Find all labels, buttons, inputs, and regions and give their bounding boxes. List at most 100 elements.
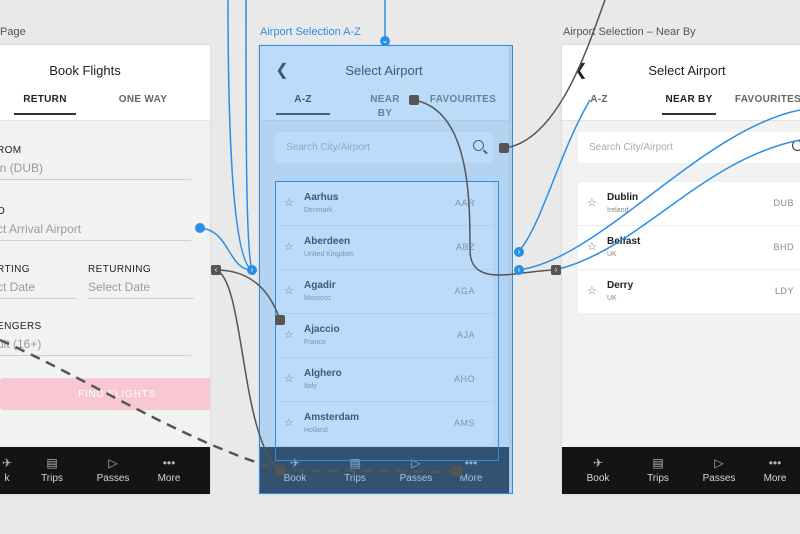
search-input[interactable]: [275, 132, 466, 163]
list-item[interactable]: ☆ Dublin Ireland DUB: [578, 182, 800, 226]
list-item[interactable]: ☆ Aarhus Denmark AAR: [275, 182, 493, 226]
to-field[interactable]: [0, 222, 191, 241]
airport-city: Belfast: [607, 236, 641, 247]
star-icon[interactable]: ☆: [587, 241, 597, 253]
tab-near-by[interactable]: NEAR BY: [662, 93, 716, 115]
link-handle-icon[interactable]: [452, 466, 462, 476]
link-handle-icon[interactable]: [275, 315, 285, 325]
search-input[interactable]: [578, 132, 769, 163]
airport-city: Dublin: [607, 192, 639, 203]
nav-book[interactable]: ✈ Book: [573, 447, 623, 494]
nav-label: Book: [586, 473, 610, 484]
nav-passes[interactable]: ▷ Passes: [694, 447, 744, 494]
artboard-title-airport-az[interactable]: Airport Selection A-Z: [260, 26, 361, 38]
tab-one-way[interactable]: ONE WAY: [118, 94, 168, 105]
link-handle-icon[interactable]: ⌄: [380, 36, 390, 46]
list-item[interactable]: ☆ Amsterdam Holland AMS: [275, 402, 493, 445]
tab-favourites[interactable]: FAVOURITES: [734, 94, 800, 105]
back-arrow-icon[interactable]: ❮: [275, 62, 289, 79]
list-item[interactable]: ☆ Derry UK LDY: [578, 270, 800, 313]
airport-code: ABZ: [455, 242, 475, 252]
tab-return[interactable]: RETURN: [14, 93, 76, 115]
nav-trips[interactable]: ▤ Trips: [27, 447, 77, 494]
page-title: Book Flights: [49, 63, 121, 78]
link-handle-icon[interactable]: ›: [247, 265, 257, 275]
select-header: ❮ Select Airport A-Z NEAR BY FAVOURITES: [259, 45, 509, 121]
link-handle-icon[interactable]: [409, 95, 419, 105]
star-icon[interactable]: ☆: [284, 373, 294, 385]
from-label: ROM: [0, 145, 22, 156]
nav-passes[interactable]: ▷ Passes: [391, 447, 441, 494]
dots-icon: •••: [464, 456, 478, 470]
airport-city: Aberdeen: [304, 236, 351, 247]
airport-list: ☆ Dublin Ireland DUB ☆ Belfast UK BHD ☆ …: [578, 182, 800, 313]
dots-icon: •••: [768, 456, 782, 470]
airport-country: France: [304, 339, 326, 346]
suitcase-icon: ▤: [349, 456, 361, 470]
select-header: ❮ Select Airport A-Z NEAR BY FAVOURITES: [562, 45, 800, 121]
nav-more[interactable]: ••• More: [144, 447, 194, 494]
tab-near-by[interactable]: NEAR BY: [370, 94, 400, 119]
search-icon[interactable]: [473, 140, 484, 151]
find-flights-button[interactable]: FIND FLIGHTS: [0, 378, 210, 410]
nav-trips[interactable]: ▤ Trips: [330, 447, 380, 494]
departing-date-field[interactable]: [0, 280, 77, 299]
link-handle-icon[interactable]: [195, 223, 205, 233]
nav-label: Passes: [96, 473, 130, 484]
nav-label: More: [459, 473, 483, 484]
link-handle-icon[interactable]: [275, 465, 285, 475]
airport-country: Morocco: [304, 295, 331, 302]
star-icon[interactable]: ☆: [284, 197, 294, 209]
star-icon[interactable]: ☆: [284, 417, 294, 429]
link-handle-icon[interactable]: ›: [551, 265, 561, 275]
returning-date-field[interactable]: [88, 280, 194, 299]
suitcase-icon: ▤: [652, 456, 664, 470]
passengers-field[interactable]: [0, 337, 191, 356]
book-header: Book Flights RETURN ONE WAY: [0, 45, 210, 121]
nav-trips[interactable]: ▤ Trips: [633, 447, 683, 494]
star-icon[interactable]: ☆: [284, 241, 294, 253]
airport-country: Ireland: [607, 207, 629, 214]
ticket-icon: ▷: [714, 456, 724, 470]
book-flights-screen: Book Flights RETURN ONE WAY ROM O RTING …: [0, 45, 210, 494]
list-item[interactable]: ☆ Ajaccio France AJA: [275, 314, 493, 358]
nav-more[interactable]: ••• More: [750, 447, 800, 494]
search-icon[interactable]: [792, 140, 800, 151]
list-item[interactable]: ☆ Agadir Morocco AGA: [275, 270, 493, 314]
search-box: [275, 132, 493, 163]
airport-country: UK: [607, 295, 617, 302]
airport-city: Amsterdam: [304, 412, 360, 423]
nav-more[interactable]: ••• More: [446, 447, 496, 494]
list-item[interactable]: ☆ Aberdeen United Kingdom ABZ: [275, 226, 493, 270]
link-handle-icon[interactable]: ‹: [211, 265, 221, 275]
bottom-nav: ✈ k ▤ Trips ▷ Passes ••• More: [0, 447, 210, 494]
airport-code: BHD: [773, 242, 794, 252]
airport-code: DUB: [773, 198, 794, 208]
nav-passes[interactable]: ▷ Passes: [88, 447, 138, 494]
tab-a-z[interactable]: A-Z: [590, 94, 608, 105]
from-field[interactable]: [0, 161, 191, 180]
airport-city: Agadir: [304, 280, 336, 291]
tab-favourites[interactable]: FAVOURITES: [429, 94, 497, 105]
artboard-title-book[interactable]: Page: [0, 26, 26, 38]
list-item[interactable]: ☆ Belfast UK BHD: [578, 226, 800, 270]
star-icon[interactable]: ☆: [587, 197, 597, 209]
airport-code: LDY: [774, 286, 794, 296]
link-handle-icon[interactable]: ›: [514, 247, 524, 257]
tab-a-z[interactable]: A-Z: [276, 93, 330, 115]
star-icon[interactable]: ☆: [284, 285, 294, 297]
to-label: O: [0, 206, 6, 217]
artboard-title-airport-nearby[interactable]: Airport Selection – Near By: [563, 26, 696, 38]
airport-city: Alghero: [304, 368, 342, 379]
airport-code: AMS: [453, 418, 475, 428]
airport-country: Denmark: [304, 207, 333, 214]
airport-city: Aarhus: [304, 192, 339, 203]
star-icon[interactable]: ☆: [587, 285, 597, 297]
passengers-label: ENGERS: [0, 321, 42, 332]
star-icon[interactable]: ☆: [284, 329, 294, 341]
plane-icon: ✈: [592, 456, 604, 470]
link-handle-icon[interactable]: ‹: [514, 265, 524, 275]
link-handle-icon[interactable]: [499, 143, 509, 153]
list-item[interactable]: ☆ Alghero Italy AHO: [275, 358, 493, 402]
select-airport-nearby-screen: ❮ Select Airport A-Z NEAR BY FAVOURITES …: [562, 45, 800, 494]
